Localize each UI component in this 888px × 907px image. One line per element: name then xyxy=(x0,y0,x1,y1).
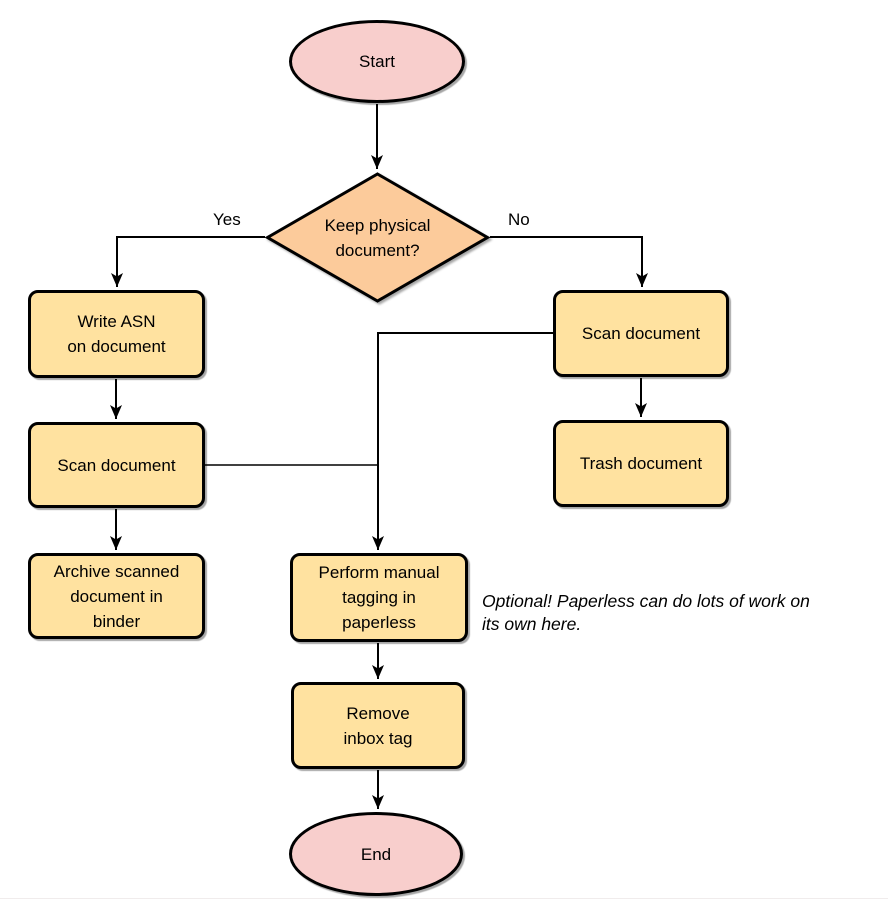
node-remove-inbox-label: Remove inbox tag xyxy=(343,703,413,748)
diamond-shape xyxy=(264,172,491,303)
node-start: Start xyxy=(289,20,465,103)
node-scan-left-label: Scan document xyxy=(57,455,176,475)
node-tagging-label: Perform manual tagging in paperless xyxy=(318,563,440,632)
node-remove-inbox: Remove inbox tag xyxy=(291,682,465,769)
node-write-asn-label: Write ASN on document xyxy=(67,312,166,356)
node-end-label: End xyxy=(360,844,392,864)
node-scan-right: Scan document xyxy=(553,290,729,377)
node-scan-right-label: Scan document xyxy=(581,324,701,343)
edge-label-yes: Yes xyxy=(211,210,243,230)
node-decision: Keep physical document? xyxy=(264,172,491,303)
node-archive-label: Archive scanned document in binder xyxy=(53,561,180,631)
node-archive: Archive scanned document in binder xyxy=(28,553,205,639)
edge-label-no: No xyxy=(506,210,532,230)
node-scan-left: Scan document xyxy=(28,422,205,508)
node-decision-label: Keep physical document? xyxy=(324,215,431,260)
node-trash: Trash document xyxy=(553,420,729,507)
edge-decision-no-to-scan-right xyxy=(490,236,648,287)
edge-decision-yes-to-write-asn xyxy=(111,236,265,287)
node-tagging: Perform manual tagging in paperless xyxy=(290,553,468,642)
edge-label-yes-text: Yes xyxy=(213,210,241,229)
node-write-asn: Write ASN on document xyxy=(28,290,205,378)
page-bottom-divider xyxy=(0,898,888,899)
node-trash-label: Trash document xyxy=(579,454,703,473)
edge-scan-right-to-tagging xyxy=(372,332,553,550)
optional-note: Optional! Paperless can do lots of work … xyxy=(482,591,810,634)
node-start-label: Start xyxy=(359,52,395,71)
edge-label-no-text: No xyxy=(508,210,530,229)
node-end: End xyxy=(289,812,463,896)
